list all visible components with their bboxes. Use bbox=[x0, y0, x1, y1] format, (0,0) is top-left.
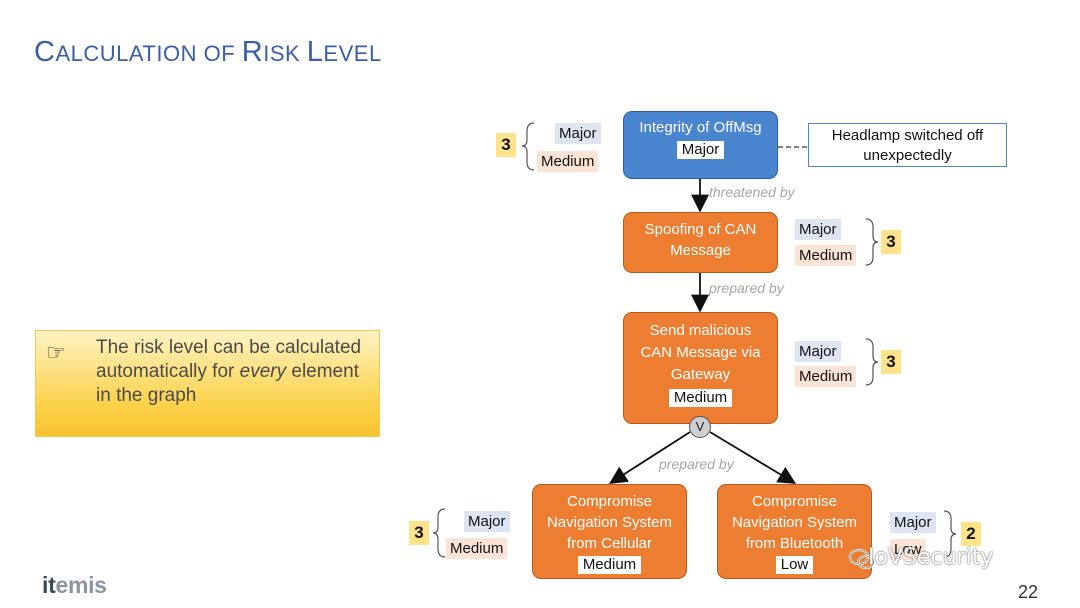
node-bluetooth-label-1: Compromise bbox=[751, 493, 838, 510]
node-top-tag: Major bbox=[676, 141, 725, 159]
note-text: The risk level can be calculated automat… bbox=[96, 336, 366, 408]
node-cellular-label-3: from Cellular bbox=[566, 535, 653, 552]
edge-label-prepared-by-1: prepared by bbox=[709, 280, 784, 296]
page-title: CALCULATION OF RISK LEVEL bbox=[34, 36, 382, 69]
risk-level-send: 3 bbox=[881, 350, 901, 374]
comment-line-2: unexpectedly bbox=[863, 147, 952, 164]
comment-box: Headlamp switched off unexpectedly bbox=[808, 123, 1007, 167]
wechat-icon bbox=[848, 548, 875, 570]
likelihood-label-spoof: Medium bbox=[795, 245, 857, 266]
arrow-gate-to-cellular bbox=[608, 431, 691, 484]
logo-part-2: emis bbox=[55, 572, 107, 598]
risk-level-bluetooth: 2 bbox=[961, 522, 981, 546]
note-text-emphasis: every bbox=[239, 361, 287, 382]
page-number: 22 bbox=[1018, 582, 1039, 602]
logo-part-1: it bbox=[42, 572, 56, 598]
brace-cellular bbox=[432, 508, 446, 558]
title-cap-3: L bbox=[306, 36, 324, 68]
node-integrity-of-offmsg: Integrity of OffMsg Major bbox=[623, 111, 778, 179]
title-cap-2: R bbox=[241, 36, 264, 68]
impact-label-top: Major bbox=[555, 123, 601, 144]
node-send-label-3: Gateway bbox=[670, 366, 731, 383]
info-note: ☞ The risk level can be calculated autom… bbox=[35, 330, 380, 437]
node-spoof-label-2: Message bbox=[670, 242, 731, 259]
risk-level-top: 3 bbox=[496, 133, 516, 157]
brace-send bbox=[865, 338, 879, 386]
title-cap-1: C bbox=[34, 36, 56, 68]
edge-label-threatened-by: threatened by bbox=[709, 184, 795, 200]
or-gate: V bbox=[689, 416, 711, 438]
node-bluetooth-tag: Low bbox=[775, 556, 814, 574]
brace-bluetooth bbox=[943, 510, 957, 558]
likelihood-label-bluetooth: Low bbox=[890, 539, 926, 560]
likelihood-label-top: Medium bbox=[537, 151, 599, 172]
node-cellular-label-1: Compromise bbox=[566, 493, 653, 510]
node-spoofing-of-can-message: Spoofing of CAN Message bbox=[623, 212, 778, 273]
impact-label-cellular: Major bbox=[464, 511, 510, 532]
node-send-tag: Medium bbox=[668, 389, 733, 407]
node-bluetooth-label-3: from Bluetooth bbox=[745, 535, 844, 552]
node-send-label-2: CAN Message via bbox=[640, 344, 761, 361]
node-compromise-nav-bluetooth: Compromise Navigation System from Blueto… bbox=[717, 484, 872, 579]
node-cellular-label-2: Navigation System bbox=[546, 514, 673, 531]
node-cellular-tag: Medium bbox=[577, 556, 642, 574]
risk-level-spoof: 3 bbox=[881, 230, 901, 254]
impact-label-bluetooth: Major bbox=[890, 512, 936, 533]
node-send-label-1: Send malicious bbox=[649, 322, 752, 339]
note-text-end: element in the graph bbox=[96, 361, 359, 406]
impact-label-spoof: Major bbox=[795, 219, 841, 240]
risk-level-cellular: 3 bbox=[409, 521, 429, 545]
comment-line-1: Headlamp switched off bbox=[831, 127, 984, 144]
itemis-logo: itemis bbox=[42, 572, 107, 599]
likelihood-label-send: Medium bbox=[795, 366, 857, 387]
node-bluetooth-label-2: Navigation System bbox=[731, 514, 858, 531]
edge-label-prepared-by-2: prepared by bbox=[659, 456, 734, 472]
brace-top bbox=[521, 122, 535, 171]
impact-label-send: Major bbox=[795, 341, 841, 362]
node-spoof-label-1: Spoofing of CAN bbox=[644, 221, 757, 238]
or-gate-label: V bbox=[695, 419, 705, 434]
node-compromise-nav-cellular: Compromise Navigation System from Cellul… bbox=[532, 484, 687, 579]
title-part-2: ISK bbox=[263, 41, 307, 66]
watermark-text: IoVSecurity bbox=[868, 545, 994, 570]
likelihood-label-cellular: Medium bbox=[446, 538, 508, 559]
node-top-label: Integrity of OffMsg bbox=[639, 119, 762, 136]
note-text-start: The risk level can be calculated automat… bbox=[96, 337, 362, 382]
node-send-malicious-can-message: Send malicious CAN Message via Gateway M… bbox=[623, 312, 778, 424]
title-part-3: EVEL bbox=[323, 41, 382, 66]
pointing-hand-icon: ☞ bbox=[46, 340, 66, 365]
brace-spoof bbox=[865, 218, 879, 266]
title-part-1: ALCULATION OF bbox=[55, 41, 242, 66]
arrow-gate-to-bluetooth bbox=[709, 431, 797, 484]
